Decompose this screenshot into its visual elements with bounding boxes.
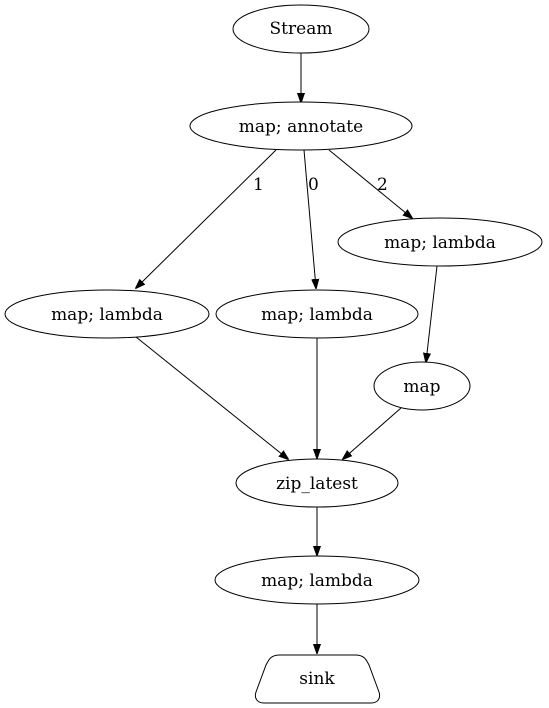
edge-map-to-zip [343, 407, 402, 459]
edge-label-0: 0 [308, 175, 319, 195]
node-map-lambda-middle: map; lambda [215, 289, 419, 339]
node-sink-label: sink [299, 669, 335, 689]
edge-annotate-to-lambda-right [328, 149, 412, 218]
node-map-lambda-left-label: map; lambda [51, 305, 163, 325]
edge-label-1: 1 [253, 175, 264, 195]
node-map-lambda-bottom: map; lambda [214, 555, 420, 605]
node-map-label: map [403, 377, 440, 397]
edge-label-2: 2 [377, 175, 388, 195]
node-map-annotate-label: map; annotate [239, 117, 363, 137]
node-stream: Stream [232, 4, 370, 54]
node-sink: sink [254, 654, 381, 704]
edge-lambda-left-to-zip [135, 336, 288, 459]
node-map: map [373, 361, 471, 411]
edge-annotate-to-lambda-left [136, 149, 277, 288]
node-zip-latest-label: zip_latest [276, 474, 358, 494]
node-stream-label: Stream [270, 19, 333, 39]
node-map-lambda-right: map; lambda [337, 217, 543, 267]
edge-lambda-right-to-map [426, 265, 438, 362]
node-map-lambda-right-label: map; lambda [384, 233, 496, 253]
node-map-annotate: map; annotate [189, 101, 413, 151]
node-zip-latest: zip_latest [235, 458, 399, 508]
node-map-lambda-left: map; lambda [4, 289, 210, 339]
node-map-lambda-bottom-label: map; lambda [261, 571, 373, 591]
node-map-lambda-middle-label: map; lambda [261, 305, 373, 325]
edge-annotate-to-lambda-middle [303, 149, 316, 288]
